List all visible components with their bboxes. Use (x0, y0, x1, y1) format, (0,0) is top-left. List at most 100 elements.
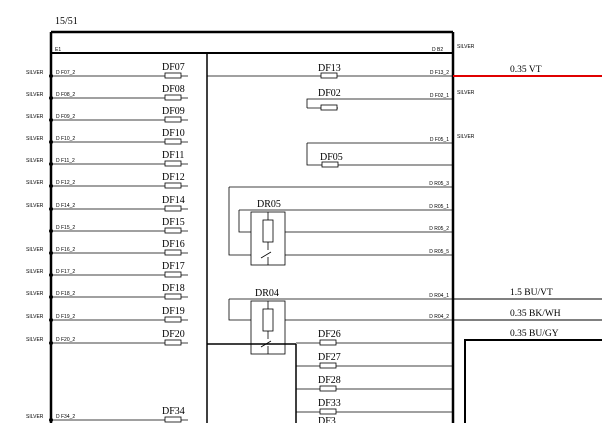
pin-dot (49, 207, 53, 211)
pin-label: D R05_5 (429, 249, 449, 255)
fuse-label-df02: DF02 (318, 88, 341, 99)
pin-label: D F16_2 (56, 247, 75, 253)
fuse-label: DF14 (162, 195, 185, 206)
fuse-label: DF12 (162, 172, 185, 183)
silver-label: SILVER (26, 180, 44, 186)
fuse-label: DF15 (162, 217, 185, 228)
pin-label: D R04_1 (429, 293, 449, 299)
fuse-label: DF27 (318, 352, 341, 363)
silver-label: SILVER (26, 92, 44, 98)
silver-label: SILVER (26, 314, 44, 320)
fuse-symbol (164, 94, 182, 101)
silver-label: SILVER (26, 337, 44, 343)
pin-dot (49, 318, 53, 322)
pin-dot (49, 184, 53, 188)
pin-dot (49, 341, 53, 345)
fuse-symbol (164, 182, 182, 189)
pin-dot (49, 162, 53, 166)
relay-label-dr05: DR05 (257, 199, 281, 210)
lower-fuse-row: DF33 (296, 398, 453, 415)
fuse-symbol (319, 362, 337, 369)
pin-label: D F11_2 (56, 158, 75, 164)
fuse-symbol (319, 408, 337, 415)
fuse-label: DF18 (162, 283, 185, 294)
pin-dot (49, 96, 53, 100)
pin-label: D F02_1 (430, 93, 449, 99)
left-pin-row: DF09 D F09_2 SILVER (26, 106, 188, 123)
pin-dot (49, 273, 53, 277)
fuse-symbol (164, 72, 182, 79)
fuse-label: DF09 (162, 106, 185, 117)
pin-label: D R05_3 (429, 181, 449, 187)
lower-fuse-row: DF26 (296, 329, 453, 346)
pin-label: D F17_2 (56, 269, 75, 275)
fuse-symbol (164, 249, 182, 256)
pin-label: D F09_2 (56, 114, 75, 120)
silver-label: SILVER (26, 414, 44, 420)
fuse-symbol (164, 416, 182, 423)
pin-label: D F18_2 (56, 291, 75, 297)
box-label-top-right: D B2 (432, 47, 443, 53)
wire-bu-gy (464, 339, 602, 423)
fuse-symbol (164, 339, 182, 346)
pin-label: D R05_1 (429, 204, 449, 210)
fuse-symbol (164, 293, 182, 300)
left-pin-row: DF11 D F11_2 SILVER (26, 150, 188, 167)
relay-dr04 (228, 298, 453, 355)
left-pin-row: DF16 D F16_2 SILVER (26, 239, 188, 256)
pin-dot (49, 251, 53, 255)
fuse-label: DF19 (162, 306, 185, 317)
fuse-df13-circuit (207, 72, 453, 79)
relay-label-dr04: DR04 (255, 288, 279, 299)
pin-label: D R04_2 (429, 314, 449, 320)
silver-label: SILVER (457, 44, 475, 50)
silver-label: SILVER (457, 134, 475, 140)
right-pin-row: D F02_1 SILVER (430, 90, 475, 99)
fuse-label-df05: DF05 (320, 152, 343, 163)
silver-label: SILVER (26, 114, 44, 120)
fuse-symbol (164, 227, 182, 234)
silver-label: SILVER (26, 136, 44, 142)
silver-label: SILVER (26, 158, 44, 164)
wire-label-bu-gy: 0.35 BU/GY (510, 329, 559, 339)
fuse-symbol (319, 339, 337, 346)
left-pin-row: DF12 D F12_2 SILVER (26, 172, 188, 189)
lower-bus (207, 343, 297, 423)
right-pin-row: D R05_5 (429, 249, 449, 255)
fuse-symbol (164, 205, 182, 212)
fuse-symbol (164, 138, 182, 145)
pin-label: D F34_2 (56, 414, 75, 420)
fuse-label: DF17 (162, 261, 185, 272)
right-pin-row: D R05_2 (429, 226, 449, 232)
fuse-symbol (164, 160, 182, 167)
fuse-label: DF11 (162, 150, 184, 161)
fuse-label: DF08 (162, 84, 185, 95)
silver-label: SILVER (26, 247, 44, 253)
pin-label: D F14_2 (56, 203, 75, 209)
fuse-symbol (164, 116, 182, 123)
fuse-df02-circuit (306, 98, 453, 111)
wire-label-bk-wh: 0.35 BK/WH (510, 309, 561, 319)
pin-label: D F12_2 (56, 180, 75, 186)
pin-label: D F20_2 (56, 337, 75, 343)
lower-fuse-row: DF27 (296, 352, 453, 369)
silver-label: SILVER (26, 70, 44, 76)
pin-dot (49, 74, 53, 78)
pin-label: D F07_2 (56, 70, 75, 76)
silver-label: SILVER (457, 90, 475, 96)
relay-dr05 (228, 186, 453, 266)
pin-label: D F13_2 (430, 70, 449, 76)
lower-fuse-row: DF28 (296, 375, 453, 392)
pin-label: D F08_2 (56, 92, 75, 98)
fuse-label: DF16 (162, 239, 185, 250)
